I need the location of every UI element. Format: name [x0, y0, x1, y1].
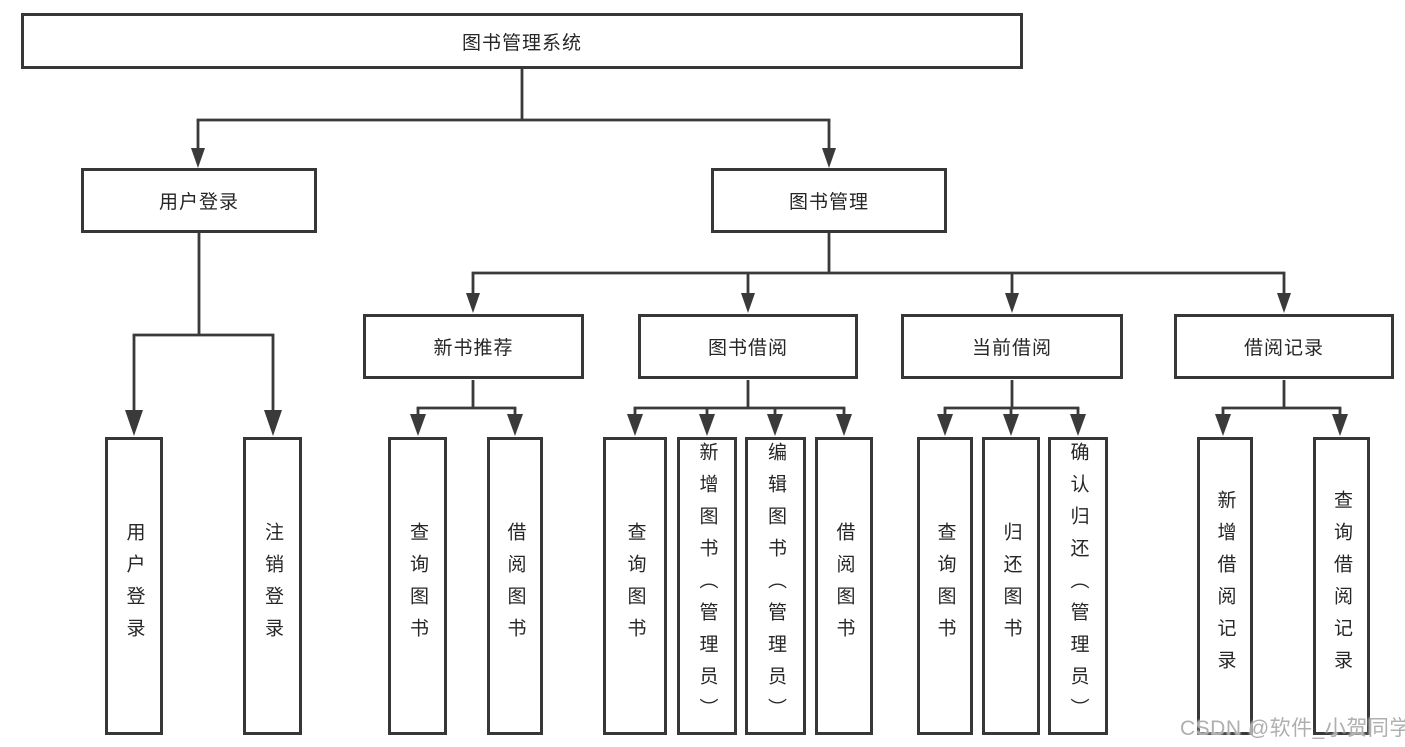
node-leaf-br-query-record: 查询借阅记录: [1313, 437, 1370, 735]
node-leaf-nb-query-book: 查询图书: [388, 437, 447, 735]
node-leaf-bb-borrow-book: 借阅图书: [815, 437, 873, 735]
arrowhead-l3-record: [1277, 293, 1291, 313]
arrowhead-bb-child-3: [767, 414, 783, 436]
node-leaf-logout: 注销登录: [243, 437, 302, 735]
node-leaf-bb-add-book: 新增图书（管理员）: [677, 437, 737, 735]
node-leaf-cb-confirm-return: 确认归还（管理员）: [1048, 437, 1108, 735]
arrowhead-br-child-2: [1332, 414, 1348, 436]
arrowhead-cb-child-2: [1003, 414, 1019, 436]
node-leaf-bb-query-book: 查询图书: [603, 437, 667, 735]
arrowhead-bb-child-2: [699, 414, 715, 436]
arrowhead-nb-child-2: [507, 414, 523, 436]
arrowhead-cb-child-3: [1070, 414, 1086, 436]
node-borrow-record: 借阅记录: [1174, 314, 1394, 379]
node-leaf-nb-borrow-book: 借阅图书: [487, 437, 543, 735]
arrowhead-bb-child-1: [627, 414, 643, 436]
arrowhead-br-child-1: [1215, 414, 1231, 436]
node-new-book-rec: 新书推荐: [363, 314, 584, 379]
arrowhead-ul-child-1: [125, 410, 143, 436]
node-book-mgmt: 图书管理: [711, 168, 947, 233]
arrowhead-bb-child-4: [836, 414, 852, 436]
node-leaf-cb-return-book: 归还图书: [982, 437, 1040, 735]
node-book-borrow: 图书借阅: [638, 314, 858, 379]
arrowhead-ul-child-2: [264, 410, 282, 436]
csdn-watermark: CSDN @软件_小贺同学: [1180, 717, 1405, 740]
arrowhead-l3-borrow: [741, 293, 755, 313]
node-current-borrow: 当前借阅: [901, 314, 1123, 379]
arrowhead-cb-child-1: [937, 414, 953, 436]
node-user-login: 用户登录: [81, 168, 317, 233]
arrowhead-l3-current: [1005, 293, 1019, 313]
node-leaf-cb-query-book: 查询图书: [917, 437, 973, 735]
arrowhead-book-mgmt: [822, 148, 836, 168]
arrowhead-nb-child-1: [410, 414, 426, 436]
node-leaf-bb-edit-book: 编辑图书（管理员）: [745, 437, 806, 735]
node-leaf-br-add-record: 新增借阅记录: [1197, 437, 1253, 735]
node-leaf-user-login: 用户登录: [105, 437, 163, 735]
node-root: 图书管理系统: [21, 13, 1023, 69]
arrowhead-user-login: [191, 148, 205, 168]
arrowhead-l3-newbook: [466, 293, 480, 313]
